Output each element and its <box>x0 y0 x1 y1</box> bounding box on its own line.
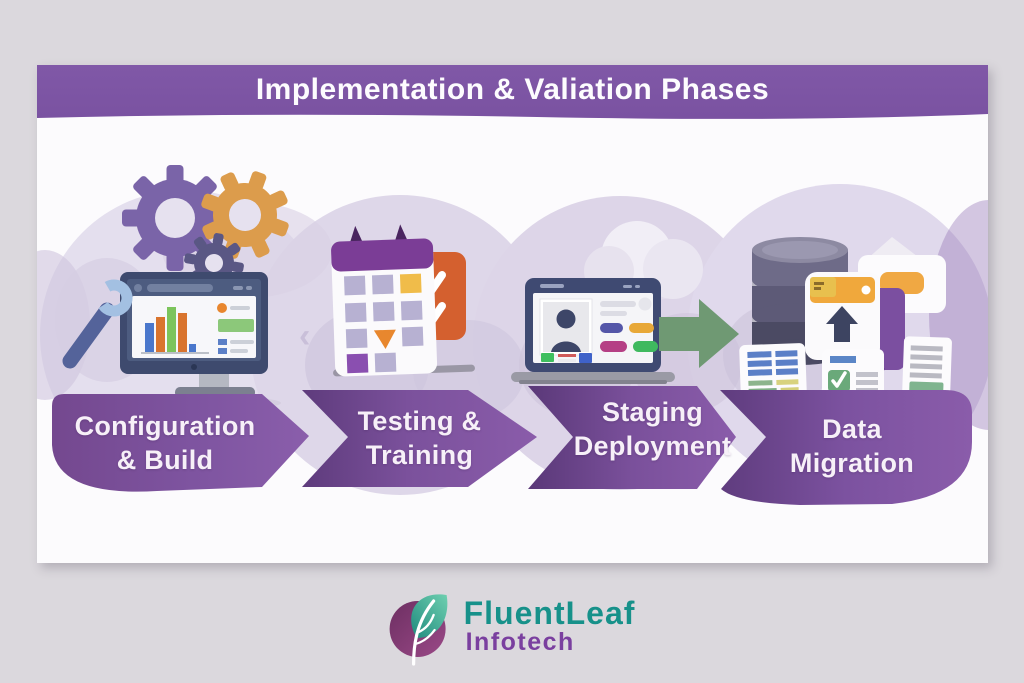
phase-3-line-1: Staging <box>601 397 704 427</box>
phase-2-line-1: Testing & <box>357 406 482 436</box>
brand-logo: FluentLeaf Infotech <box>389 586 636 666</box>
calendar-cells <box>343 273 424 374</box>
configuration-build-illustration <box>62 165 289 410</box>
user-profile-card <box>539 298 593 356</box>
brand-subtitle: Infotech <box>465 627 575 656</box>
phase-ribbon <box>52 386 972 505</box>
brand-name: FluentLeaf <box>463 594 636 631</box>
bar-chart <box>141 307 209 354</box>
phase-3-line-2: Deployment <box>573 431 732 461</box>
phase-4-line-1: Data <box>822 414 882 444</box>
decorative-chevron: ‹ <box>299 317 310 355</box>
calendar-icon <box>331 224 438 377</box>
phase-banner-1 <box>52 394 309 492</box>
dashboard-side-panel <box>217 303 254 354</box>
laptop-profile-icon <box>511 278 675 384</box>
wrench-icon <box>62 279 133 369</box>
phase-4-line-2: Migration <box>789 448 915 478</box>
document-icon-3 <box>902 336 952 402</box>
monitor-dashboard-icon <box>120 272 268 398</box>
testing-training-illustration <box>331 224 475 377</box>
upload-arrow-icon <box>826 306 858 342</box>
phase-banner-2 <box>302 390 537 487</box>
staging-deployment-illustration <box>511 221 739 384</box>
page-title: Implementation & Valiation Phases <box>255 73 770 106</box>
phase-label-testing-training: Testing & Training <box>312 404 527 472</box>
arrow-right-icon <box>659 299 739 368</box>
document-icon-1 <box>739 343 807 401</box>
phase-label-configuration-build: Configuration & Build <box>50 409 280 477</box>
gear-icon-orange <box>201 171 289 259</box>
leaf-icon <box>389 594 448 666</box>
brand-text: FluentLeaf Infotech <box>464 597 636 656</box>
phase-2-line-2: Training <box>365 440 474 470</box>
phase-1-line-2: & Build <box>116 445 214 475</box>
phase-banner-3 <box>528 386 736 489</box>
upload-card-icon <box>805 272 880 360</box>
phase-1-line-1: Configuration <box>74 411 256 441</box>
phase-label-data-migration: Data Migration <box>742 412 962 480</box>
infographic-card: ‹ <box>37 65 988 563</box>
phase-label-staging-deployment: Staging Deployment <box>545 395 760 463</box>
header-band <box>37 65 988 119</box>
infographic-artwork: ‹ <box>37 65 988 505</box>
data-migration-illustration <box>739 237 952 403</box>
phase-banner-4 <box>720 390 972 505</box>
